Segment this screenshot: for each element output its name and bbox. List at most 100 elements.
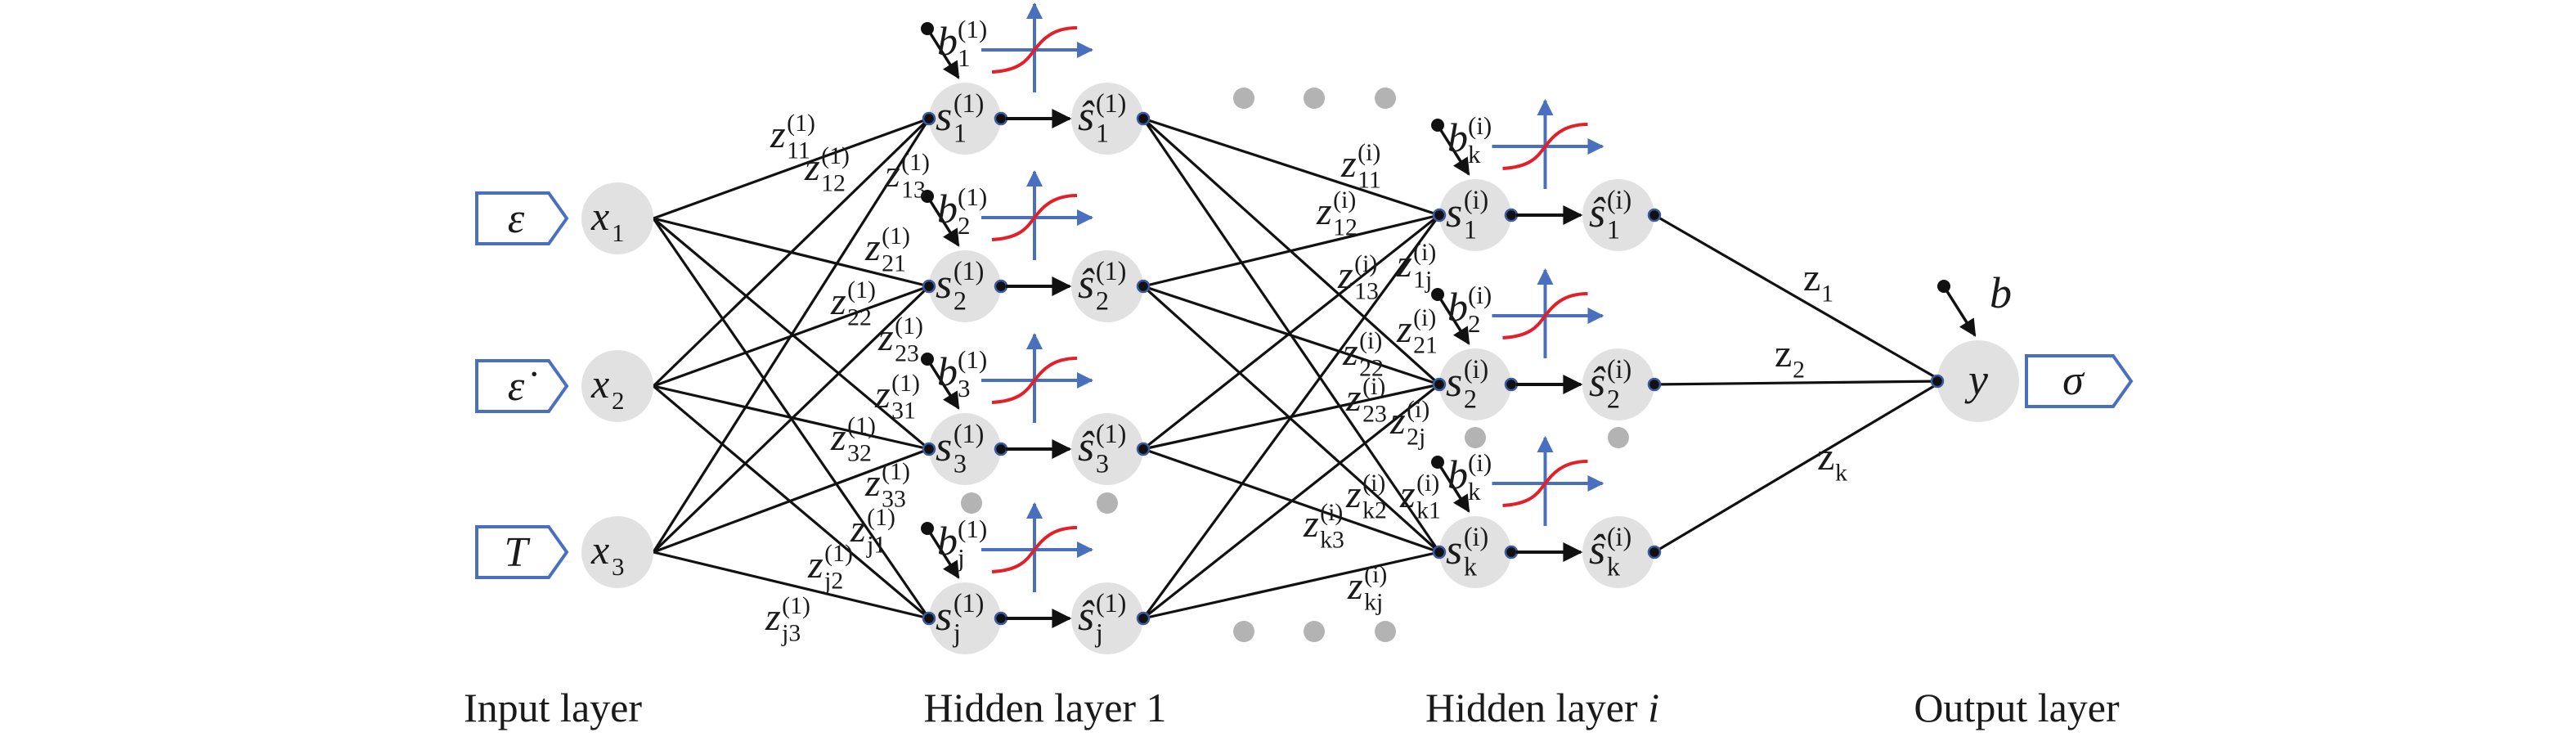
hiddeni-weight-label-21-superscript: (i) xyxy=(1413,304,1436,331)
activation-sigmoid-curve xyxy=(1502,123,1588,170)
hiddeni-weight-label-12-main: z xyxy=(1316,190,1332,233)
layer-label-hidden-i-text: Hidden layer xyxy=(1425,685,1648,730)
output-weight-label-3-subscript: k xyxy=(1835,459,1847,486)
hidden1-neuron-label-4: s(1)j xyxy=(936,588,984,647)
connection-x2-s1-4 xyxy=(652,384,931,620)
output-bias xyxy=(1937,280,1977,337)
hidden1-weight-label-j1-superscript: (1) xyxy=(867,504,895,531)
hidden1-bias-label-4-main: b xyxy=(937,518,958,564)
hiddeni-neuron-label-1: s(i)1 xyxy=(1446,185,1488,244)
bias-arrow xyxy=(1436,461,1470,513)
hiddeni-weight-label-13: z(i)13 xyxy=(1337,250,1379,305)
activation-sigmoid-curve xyxy=(991,26,1078,74)
hiddeni-neuron-label-1-main: s xyxy=(1446,190,1462,236)
bias-arrow xyxy=(926,528,960,579)
hiddeni-bias-label-2-subscript: 2 xyxy=(1468,309,1481,338)
hiddeni-weight-label-22-subscript: 22 xyxy=(1359,354,1384,381)
ellipsis-dot xyxy=(1375,621,1396,642)
hidden1-activation-function-icon-1 xyxy=(981,2,1093,92)
input-node-label-3-main: x xyxy=(590,527,609,573)
connection-s1hat-3-si-1 xyxy=(1142,213,1440,451)
hiddeni-output-port-3 xyxy=(1504,545,1519,559)
hiddeni-weight-label-k2-main: z xyxy=(1345,473,1362,516)
layer-label-output: Output layer xyxy=(1914,685,2120,730)
input-box-1 xyxy=(475,191,569,245)
hiddeni-neuron-label-3: s(i)k xyxy=(1446,522,1488,581)
hiddeni-weight-label-21-main: z xyxy=(1396,308,1412,351)
input-node-label-1-subscript: 1 xyxy=(612,218,625,247)
activation-sigmoid-curve xyxy=(991,194,1078,241)
hidden1-activated-label-1-subscript: 1 xyxy=(1096,119,1109,148)
hidden1-activated-port-2 xyxy=(1136,279,1151,294)
hidden1-weight-label-23-subscript: 23 xyxy=(895,339,919,366)
hidden1-bias-label-3-superscript: (1) xyxy=(958,345,987,374)
hiddeni-weight-label-11-main: z xyxy=(1340,142,1357,186)
hidden1-bias-3 xyxy=(921,353,960,410)
hidden1-weight-label-32-subscript: 32 xyxy=(847,439,872,466)
hidden1-weight-label-32-superscript: (1) xyxy=(847,412,876,439)
hiddeni-bias-label-3-superscript: (i) xyxy=(1468,448,1492,477)
hiddeni-weight-label-k3: z(i)k3 xyxy=(1303,499,1344,554)
hiddeni-weight-label-1j-main: z xyxy=(1396,242,1412,285)
hidden1-bias-2 xyxy=(921,190,960,247)
hiddeni-bias-3 xyxy=(1431,456,1470,513)
hidden1-weight-label-12-superscript: (1) xyxy=(821,142,850,169)
layer-label-hidden-1: Hidden layer 1 xyxy=(923,685,1166,730)
hidden1-activated-label-4-main: ŝ xyxy=(1078,593,1095,640)
ellipsis-dot xyxy=(1233,88,1254,109)
hidden1-neuron-4 xyxy=(929,582,1001,654)
hidden1-neuron-label-3-main: s xyxy=(936,424,952,470)
layer-label-hidden-i-index: i xyxy=(1648,685,1659,730)
connection-x3-s1-4 xyxy=(653,551,930,620)
hidden1-activated-port-3 xyxy=(1136,442,1151,456)
hidden1-weight-label-j2: z(1)j2 xyxy=(807,540,853,595)
hiddeni-activation-function-icon-1 xyxy=(1492,99,1604,189)
hiddeni-activated-port-3 xyxy=(1647,545,1662,559)
hidden1-weight-label-22-superscript: (1) xyxy=(847,276,876,303)
hidden1-weight-label-33: z(1)33 xyxy=(864,458,910,513)
hidden1-weight-label-32-main: z xyxy=(830,416,846,459)
hiddeni-bias-label-3-main: b xyxy=(1447,452,1468,497)
hidden1-bias-label-1-subscript: 1 xyxy=(958,43,971,72)
hidden1-activation-function-icon-3 xyxy=(981,333,1093,423)
bias-arrow xyxy=(1436,294,1470,345)
hiddeni-weight-label-1j-subscript: 1j xyxy=(1413,266,1432,293)
hiddeni-activated-label-3-main: ŝ xyxy=(1589,527,1606,573)
ellipsis-dot xyxy=(961,492,982,514)
hidden1-input-port-2 xyxy=(922,279,936,294)
hiddeni-weight-label-k3-main: z xyxy=(1303,502,1319,546)
ellipsis-dot xyxy=(1465,427,1486,448)
hiddeni-weight-label-12: z(i)12 xyxy=(1316,186,1358,241)
hidden1-weight-label-23-main: z xyxy=(877,316,894,359)
hidden1-weight-label-j3: z(1)j3 xyxy=(765,592,810,647)
hidden1-input-port-3 xyxy=(922,442,936,456)
hidden1-weight-label-21-subscript: 21 xyxy=(882,249,906,276)
hidden1-neuron-label-1-subscript: 1 xyxy=(954,119,967,148)
hidden1-weight-label-j1-main: z xyxy=(850,507,866,551)
hiddeni-weight-label-k1-superscript: (i) xyxy=(1416,470,1439,497)
hidden1-activated-label-4: ŝ(1)j xyxy=(1078,588,1126,647)
hidden1-weight-label-j3-subscript: j3 xyxy=(781,619,801,646)
hiddeni-weight-label-12-subscript: 12 xyxy=(1333,213,1358,240)
hidden1-bias-label-2-subscript: 2 xyxy=(958,211,971,240)
ellipsis-dot xyxy=(1233,621,1254,642)
input-node-3 xyxy=(581,516,653,588)
hiddeni-activated-label-3-subscript: k xyxy=(1607,552,1621,582)
hidden1-activated-label-4-subscript: j xyxy=(1095,618,1103,648)
hiddeni-weight-label-11: z(i)11 xyxy=(1340,139,1381,194)
hiddeni-weight-label-k1-subscript: k1 xyxy=(1416,497,1441,524)
hidden1-neuron-label-2: s(1)2 xyxy=(936,256,984,315)
hiddeni-input-port-1 xyxy=(1432,208,1447,222)
hidden1-neuron-label-3-subscript: 3 xyxy=(954,449,967,479)
connection-x3-s1-2 xyxy=(652,285,931,554)
hidden1-weight-label-j1: z(1)j1 xyxy=(850,504,895,559)
hiddeni-weight-label-23: z(i)23 xyxy=(1345,373,1387,428)
hiddeni-weight-label-2j: z(i)2j xyxy=(1389,396,1429,451)
hiddeni-bias-label-2-main: b xyxy=(1447,284,1468,330)
hidden1-neuron-label-2-subscript: 2 xyxy=(954,286,967,316)
hiddeni-weight-label-22: z(i)22 xyxy=(1342,327,1384,382)
hidden1-neuron-label-4-main: s xyxy=(936,593,952,640)
hidden1-output-port-1 xyxy=(994,111,1008,126)
hidden1-weight-label-11-subscript: 11 xyxy=(787,137,810,164)
connection-s1hat-4-si-1 xyxy=(1142,214,1441,619)
